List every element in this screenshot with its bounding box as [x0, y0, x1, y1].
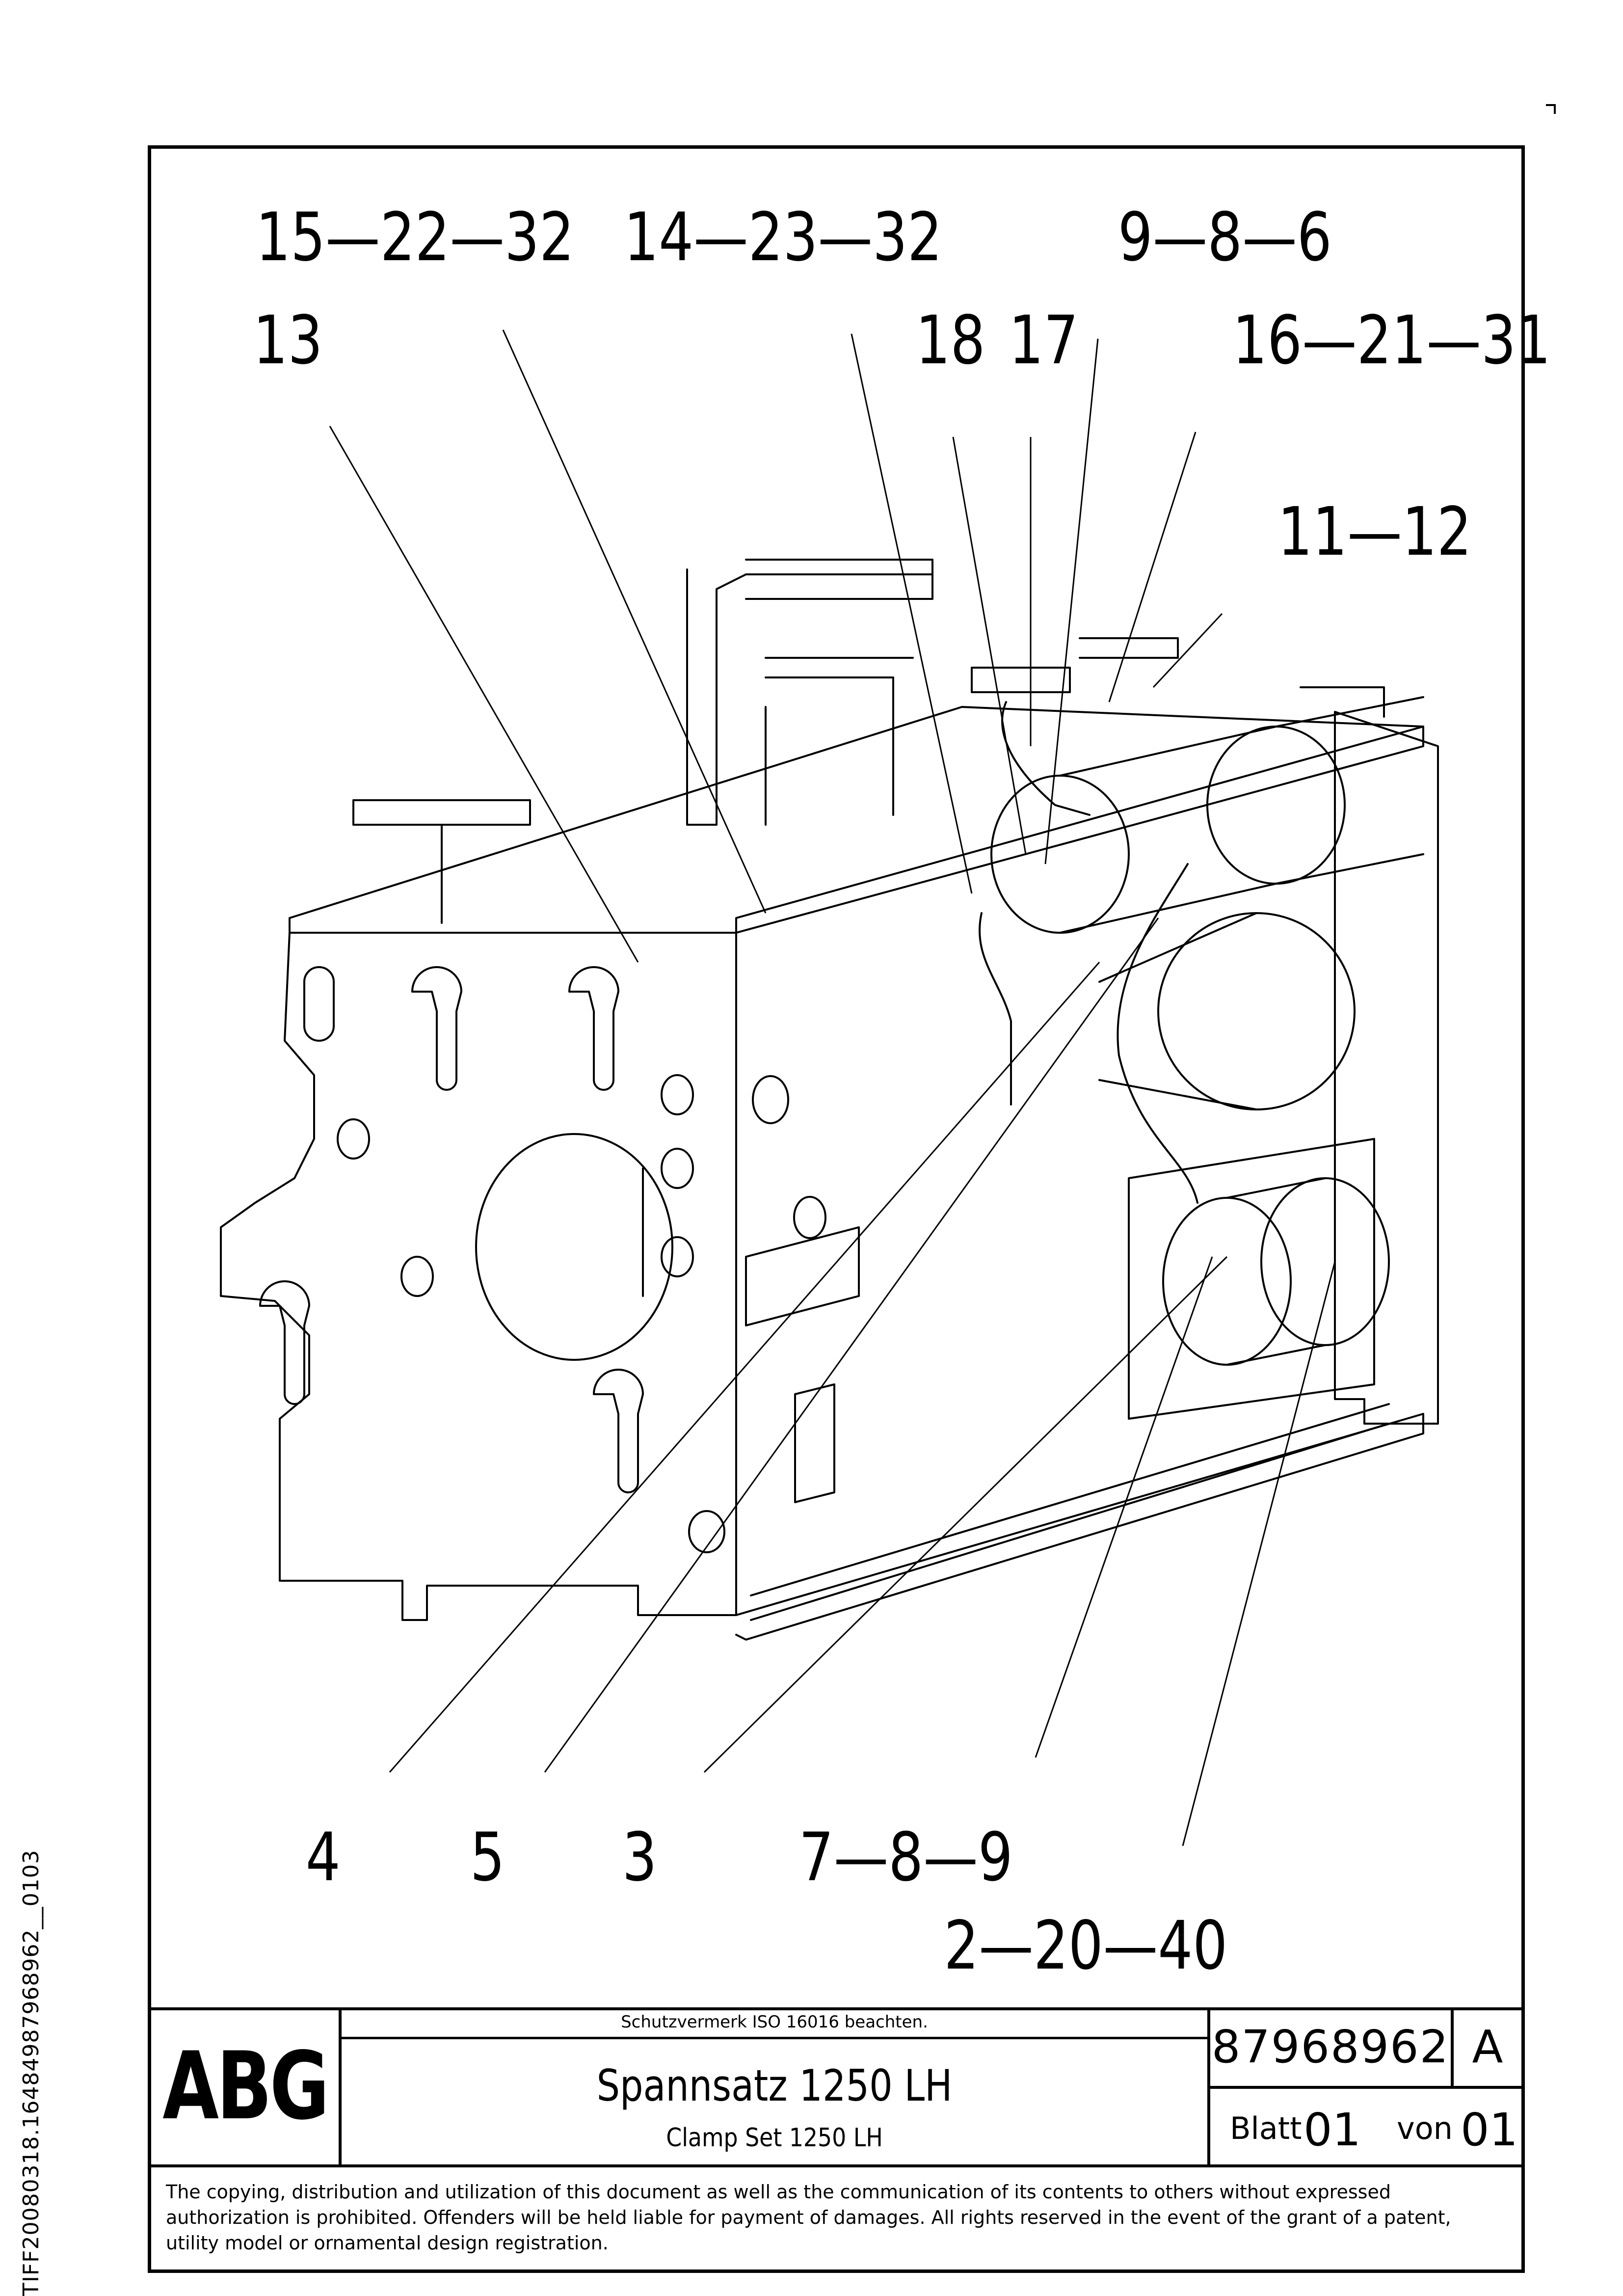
top-rail: [289, 706, 1424, 934]
bottom-rail: [735, 1413, 1424, 1641]
corner-mark: [1546, 104, 1556, 114]
keyhole-slot: [411, 966, 462, 1091]
sheet-value: 01: [1304, 2104, 1361, 2156]
document-number: 87968962: [1210, 2007, 1454, 2089]
callout-5: 5: [470, 1819, 505, 1896]
top-rail-edge: [735, 726, 1424, 934]
keyhole-slot: [593, 1369, 644, 1493]
protection-notice: Schutzvermerk ISO 16016 beachten.: [342, 2007, 1207, 2039]
drawing-frame: [148, 145, 1525, 2273]
drawing-title: Spannsatz 1250 LH: [596, 2060, 953, 2111]
drawing-subtitle: Clamp Set 1250 LH: [666, 2123, 883, 2153]
callout-11-12: 11—12: [1277, 493, 1471, 570]
callout-18: 18: [916, 302, 985, 379]
title-block: ABG Schutzvermerk ISO 16016 beachten. Sp…: [151, 2007, 1524, 2269]
callout-9-8-6: 9—8—6: [1118, 199, 1332, 276]
callout-14-23-32: 14—23—32: [624, 199, 942, 276]
front-plate: [220, 932, 737, 1621]
callout-2-20-40: 2—20—40: [944, 1907, 1227, 1984]
of-label: von: [1397, 2110, 1453, 2146]
logo-text: ABG: [162, 2031, 329, 2140]
callout-3: 3: [622, 1819, 657, 1896]
parts-drawing: 15—22—32 14—23—32 9—8—6 13 18 17 16—21—3…: [220, 199, 1551, 1985]
abg-logo: ABG: [151, 2007, 342, 2164]
callout-17: 17: [1009, 302, 1079, 379]
copyright-notice: The copying, distribution and utilizatio…: [151, 2164, 1521, 2269]
top-bracket: [686, 568, 933, 826]
callout-15-22-32: 15—22—32: [256, 199, 574, 276]
hose: [1001, 701, 1091, 816]
of-value: 01: [1461, 2104, 1518, 2156]
callout-7-8-9: 7—8—9: [799, 1819, 1013, 1896]
keyhole-slot: [259, 1280, 310, 1405]
rear-plate: [1334, 711, 1439, 1425]
revision: A: [1451, 2007, 1524, 2089]
keyhole-slot: [303, 966, 335, 1042]
callout-16-21-31: 16—21—31: [1232, 302, 1551, 379]
keyhole-slot: [568, 966, 619, 1091]
cylinder-upper: [990, 775, 1130, 934]
callout-13: 13: [253, 302, 323, 379]
title-block-frame: [151, 2007, 1521, 2164]
large-bore: [475, 1133, 673, 1361]
document-info: 87968962 A Blatt 01 von 01: [1207, 2007, 1524, 2164]
callout-4: 4: [306, 1819, 341, 1896]
sheet-row: Blatt 01 von 01: [1210, 2086, 1524, 2164]
sheet-label: Blatt: [1230, 2110, 1302, 2146]
side-file-id: TIFF20080318.16484987968962__0103: [19, 1849, 44, 2296]
